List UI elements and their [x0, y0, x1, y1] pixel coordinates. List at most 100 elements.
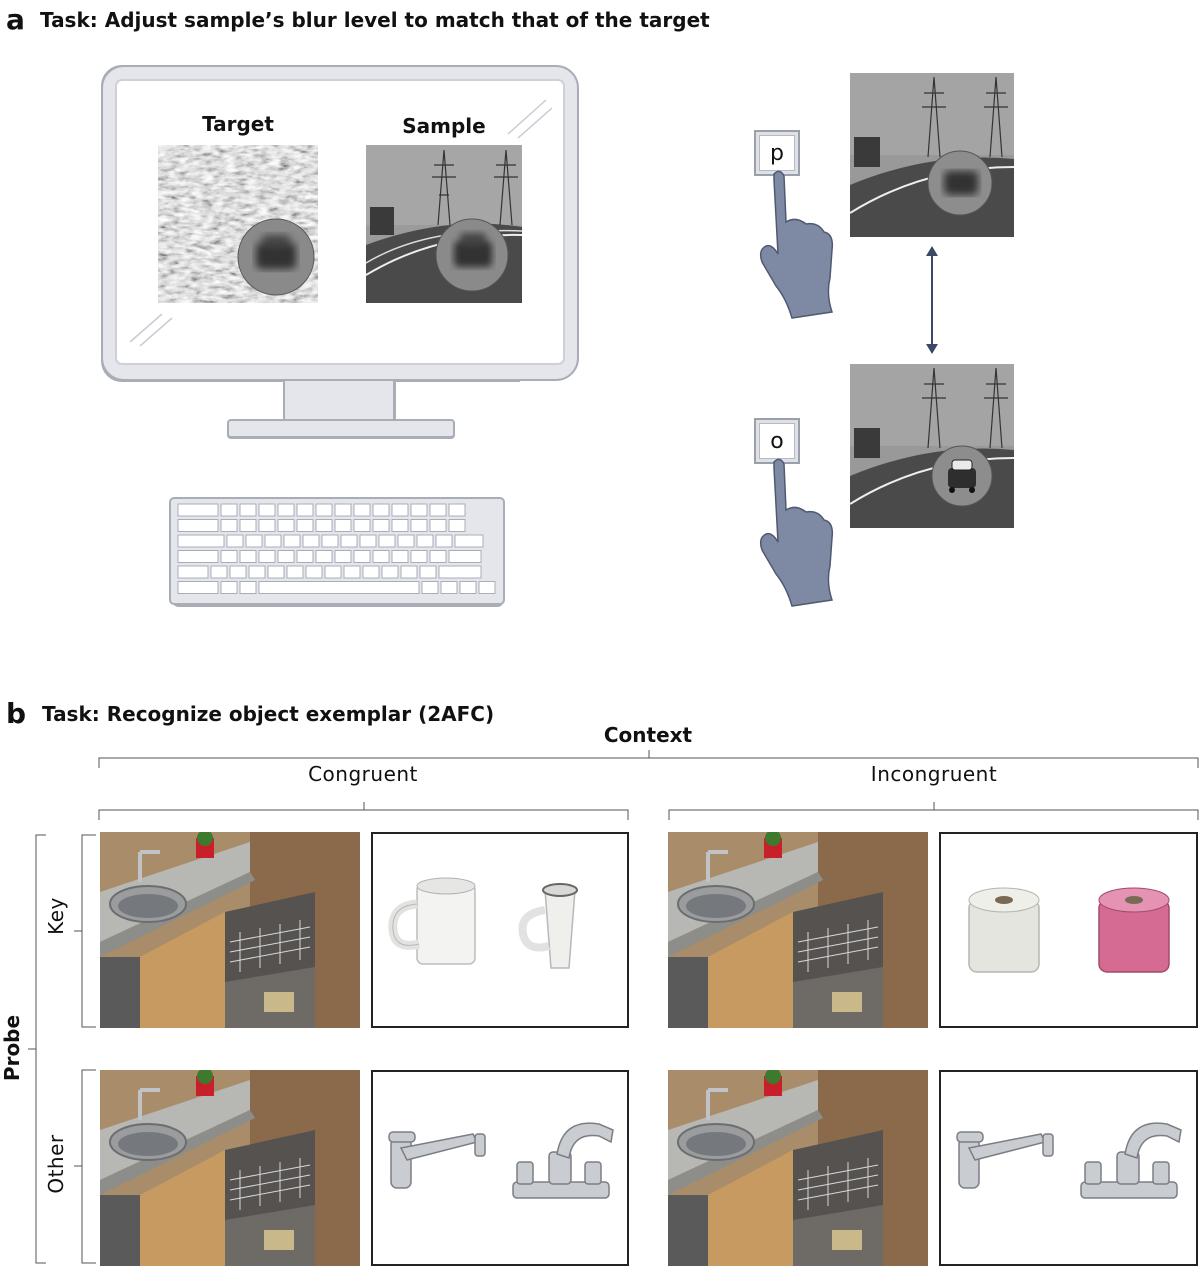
- keyboard-key: [478, 581, 496, 594]
- keyboard-key: [177, 550, 219, 563]
- keyboard-key: [429, 550, 447, 563]
- keyboard-key: [397, 534, 415, 548]
- keyboard-key: [410, 519, 428, 532]
- keyboard-key: [400, 565, 418, 579]
- keyboard-key: [334, 519, 352, 532]
- key-p[interactable]: p: [754, 130, 800, 176]
- keyboard-key: [229, 565, 247, 579]
- keyboard-key: [353, 550, 371, 563]
- keyboard-key: [277, 503, 295, 517]
- keyboard-key: [421, 581, 439, 594]
- keyboard-key: [286, 565, 304, 579]
- keyboard-key: [177, 581, 219, 594]
- keyboard-key: [315, 519, 333, 532]
- faucet-exemplars: [371, 1070, 629, 1266]
- keyboard-key: [177, 534, 225, 548]
- keyboard-key: [264, 534, 282, 548]
- probe-label: Probe: [0, 1014, 24, 1082]
- key-row-label: Key: [44, 897, 68, 935]
- keyboard: [169, 497, 505, 605]
- kitchen-scene: [100, 1070, 360, 1266]
- keyboard-key: [419, 565, 437, 579]
- keyboard-key: [378, 534, 396, 548]
- keyboard-key: [321, 534, 339, 548]
- keyboard-key: [448, 519, 466, 532]
- double-arrow-icon: [926, 246, 938, 354]
- keyboard-key: [324, 565, 342, 579]
- keyboard-key: [315, 503, 333, 517]
- keyboard-key: [245, 534, 263, 548]
- keyboard-key: [210, 565, 228, 579]
- context-label: Context: [603, 723, 693, 747]
- keyboard-key: [381, 565, 399, 579]
- keyboard-key: [248, 565, 266, 579]
- panel-b-title: Task: Recognize object exemplar (2AFC): [42, 702, 495, 726]
- key-o[interactable]: o: [754, 418, 800, 464]
- keyboard-key: [220, 550, 238, 563]
- keyboard-key: [258, 581, 420, 594]
- keyboard-key: [416, 534, 434, 548]
- probe-brackets: [28, 834, 96, 1264]
- keyboard-key: [258, 550, 276, 563]
- keyboard-key: [239, 503, 257, 517]
- keyboard-key: [429, 519, 447, 532]
- keyboard-key: [226, 534, 244, 548]
- keyboard-key: [448, 550, 482, 563]
- keyboard-key: [459, 581, 477, 594]
- mug-icon: [388, 877, 578, 969]
- keyboard-key: [353, 519, 371, 532]
- panel-a-letter: a: [6, 3, 25, 36]
- pointing-hand-icon: [759, 170, 834, 319]
- incongruent-label: Incongruent: [870, 762, 998, 786]
- keyboard-key: [454, 534, 484, 548]
- keyboard-key: [220, 581, 238, 594]
- key-o-label: o: [759, 423, 795, 459]
- faucet-exemplars-incongruent: [939, 1070, 1198, 1266]
- keyboard-key: [239, 550, 257, 563]
- panel-a-title: Task: Adjust sample’s blur level to matc…: [40, 8, 710, 32]
- keyboard-key: [277, 550, 295, 563]
- toilet-roll-icon: [968, 887, 1170, 973]
- keyboard-key: [372, 503, 390, 517]
- keyboard-key: [220, 503, 238, 517]
- keyboard-key: [429, 503, 447, 517]
- pointing-hand-icon-2: [759, 458, 834, 607]
- blurred-sample-image: [850, 73, 1014, 237]
- keyboard-key: [296, 550, 314, 563]
- keyboard-key: [315, 550, 333, 563]
- keyboard-key: [258, 503, 276, 517]
- keyboard-key: [177, 519, 219, 532]
- keyboard-key: [239, 581, 257, 594]
- target-label: Target: [202, 112, 274, 136]
- keyboard-key: [343, 565, 361, 579]
- faucet-icon: [388, 1122, 614, 1199]
- other-row-label: Other: [44, 1134, 68, 1194]
- kitchen-scene: [100, 832, 360, 1028]
- kitchen-scene: [668, 832, 928, 1028]
- keyboard-key: [372, 519, 390, 532]
- keyboard-key: [438, 565, 482, 579]
- keyboard-key: [334, 503, 352, 517]
- keyboard-key: [305, 565, 323, 579]
- keyboard-key: [440, 581, 458, 594]
- congruent-label: Congruent: [308, 762, 418, 786]
- keyboard-key: [296, 503, 314, 517]
- keyboard-key: [177, 565, 209, 579]
- keyboard-key: [391, 550, 409, 563]
- keyboard-key: [296, 519, 314, 532]
- keyboard-key: [435, 534, 453, 548]
- keyboard-key: [220, 519, 238, 532]
- keyboard-key: [359, 534, 377, 548]
- keyboard-key: [302, 534, 320, 548]
- toilet-roll-exemplars: [939, 832, 1198, 1028]
- faucet-icon-2: [956, 1122, 1182, 1199]
- keyboard-key: [340, 534, 358, 548]
- keyboard-key: [410, 550, 428, 563]
- panel-b-letter: b: [6, 697, 27, 730]
- key-p-label: p: [759, 135, 795, 171]
- mug-exemplars: [371, 832, 629, 1028]
- sharp-sample-image: [850, 364, 1014, 528]
- sample-image: [366, 145, 522, 303]
- keyboard-key: [283, 534, 301, 548]
- keyboard-key: [362, 565, 380, 579]
